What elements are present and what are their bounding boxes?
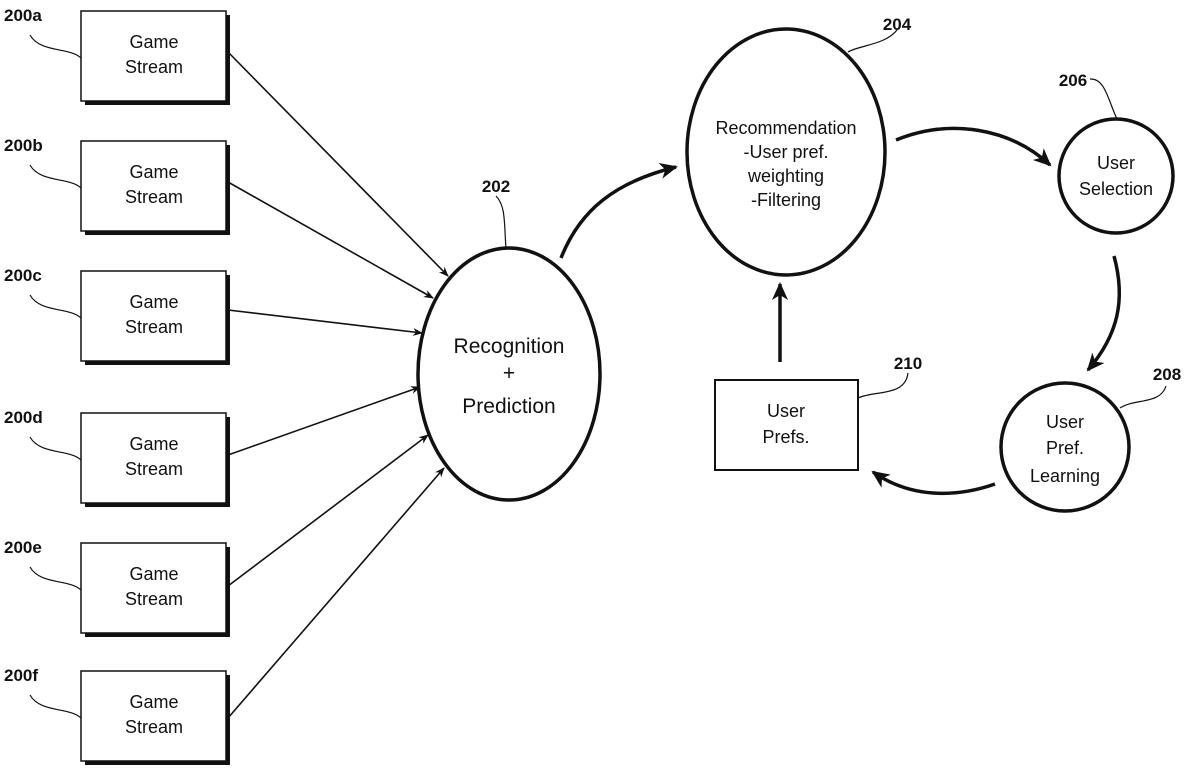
user-prefs-node: User Prefs. <box>715 380 858 470</box>
game-stream-label: Game <box>129 32 178 52</box>
game-stream-node: GameStream 200e <box>4 538 230 637</box>
leader-208 <box>1120 386 1166 408</box>
game-stream-box <box>81 671 226 761</box>
leader-200a <box>30 35 81 58</box>
game-stream-label: Game <box>129 292 178 312</box>
user-pref-learning-line-1: Pref. <box>1046 438 1084 458</box>
arrow-200c-to-202 <box>228 310 422 333</box>
recommendation-line-3: -Filtering <box>751 190 821 210</box>
recommendation-node: Recommendation -User pref. weighting -Fi… <box>687 29 885 275</box>
arrow-200f-to-202 <box>228 468 444 718</box>
game-stream-node: GameStream 200b <box>4 136 230 235</box>
game-stream-node: GameStream 200f <box>4 666 230 765</box>
user-pref-learning-node: User Pref. Learning <box>1001 383 1129 511</box>
recognition-line-2: Prediction <box>462 395 555 418</box>
user-pref-learning-line-0: User <box>1046 412 1084 432</box>
ref-208: 208 <box>1153 365 1181 384</box>
arrow-200b-to-202 <box>228 182 433 298</box>
game-stream-label: Stream <box>125 589 183 609</box>
arrow-202-to-204 <box>561 167 676 258</box>
recommendation-line-1: -User pref. <box>743 142 828 162</box>
arrow-204-to-206 <box>896 128 1050 165</box>
stream-arrows <box>228 52 448 718</box>
arrow-200e-to-202 <box>228 435 428 586</box>
ref-206: 206 <box>1059 71 1087 90</box>
leader-200d <box>30 437 81 460</box>
game-stream-label: Game <box>129 564 178 584</box>
game-stream-label: Stream <box>125 317 183 337</box>
leader-202 <box>496 196 506 248</box>
leader-200c <box>30 295 81 318</box>
leader-200b <box>30 165 81 188</box>
arrow-200a-to-202 <box>228 52 448 276</box>
ref-200a: 200a <box>4 6 42 25</box>
game-stream-label: Stream <box>125 459 183 479</box>
game-stream-label: Stream <box>125 187 183 207</box>
arrow-200d-to-202 <box>228 387 420 455</box>
arrow-206-to-208 <box>1088 256 1119 370</box>
game-stream-box <box>81 11 226 101</box>
user-pref-learning-line-2: Learning <box>1030 466 1100 486</box>
ref-200f: 200f <box>4 666 38 685</box>
ref-202: 202 <box>482 177 510 196</box>
user-selection-line-0: User <box>1097 153 1135 173</box>
game-stream-box <box>81 271 226 361</box>
ref-204: 204 <box>883 15 912 34</box>
game-stream-label: Game <box>129 692 178 712</box>
user-prefs-line-1: Prefs. <box>762 427 809 447</box>
arrow-208-to-210 <box>873 472 995 493</box>
game-stream-node: GameStream 200a <box>4 6 230 105</box>
leader-200f <box>30 695 81 718</box>
game-stream-label: Stream <box>125 717 183 737</box>
game-stream-box <box>81 141 226 231</box>
ref-200b: 200b <box>4 136 43 155</box>
leader-210 <box>858 373 908 398</box>
recognition-line-1: + <box>503 362 515 385</box>
game-stream-box <box>81 413 226 503</box>
game-stream-node: GameStream 200c <box>4 266 230 365</box>
game-stream-label: Game <box>129 162 178 182</box>
game-stream-node: GameStream 200d <box>4 408 230 507</box>
ref-200c: 200c <box>4 266 42 285</box>
leader-200e <box>30 567 81 590</box>
user-selection-node: User Selection <box>1059 119 1173 233</box>
game-stream-label: Stream <box>125 57 183 77</box>
ref-210: 210 <box>894 354 922 373</box>
recommendation-line-0: Recommendation <box>715 118 856 138</box>
game-stream-label: Game <box>129 434 178 454</box>
game-stream-box <box>81 543 226 633</box>
leader-206 <box>1090 79 1117 119</box>
recognition-prediction-node: Recognition + Prediction <box>418 248 600 500</box>
recommendation-line-2: weighting <box>747 166 824 186</box>
user-prefs-line-0: User <box>767 401 805 421</box>
recognition-line-0: Recognition <box>454 335 565 358</box>
ref-200d: 200d <box>4 408 43 427</box>
ref-200e: 200e <box>4 538 42 557</box>
user-selection-line-1: Selection <box>1079 179 1153 199</box>
